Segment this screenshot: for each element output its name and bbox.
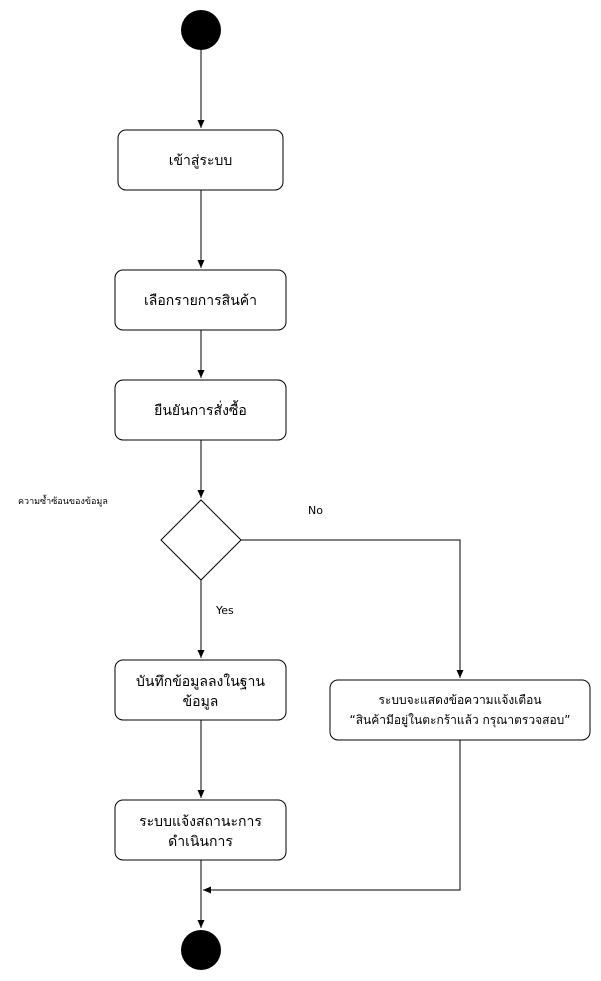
action-notify-status-line2: ดำเนินการ xyxy=(168,834,233,850)
start-node xyxy=(181,10,221,50)
decision-label: ความซ้ำซ้อนของข้อมูล xyxy=(18,494,108,507)
action-confirm-order-label: ยืนยันการสั่งซื้อ xyxy=(154,400,247,419)
action-save-data-line1: บันทึกข้อมูลลงในฐาน xyxy=(136,673,265,690)
action-select-items: เลือกรายการสินค้า xyxy=(114,269,287,331)
action-login: เข้าสู่ระบบ xyxy=(117,129,284,191)
decision-diamond xyxy=(160,499,242,581)
action-login-label: เข้าสู่ระบบ xyxy=(169,153,233,169)
action-save-data: บันทึกข้อมูลลงในฐาน ข้อมูล xyxy=(114,659,287,721)
action-notify-status-line1: ระบบแจ้งสถานะการ xyxy=(139,814,262,830)
action-notify-status: ระบบแจ้งสถานะการ ดำเนินการ xyxy=(114,799,287,861)
end-node xyxy=(181,930,221,970)
action-show-message: ระบบจะแสดงข้อความแจ้งเตือน “สินค้ามีอยู่… xyxy=(329,679,591,741)
action-select-items-label: เลือกรายการสินค้า xyxy=(144,293,257,309)
guard-yes-label: Yes xyxy=(215,604,234,617)
connector-decision-no xyxy=(241,539,464,678)
connector-message-to-merge xyxy=(203,740,461,894)
action-confirm-order: ยืนยันการสั่งซื้อ xyxy=(114,379,287,441)
action-show-message-line1: ระบบจะแสดงข้อความแจ้งเตือน xyxy=(378,693,541,707)
guard-no-label: No xyxy=(308,504,323,517)
action-show-message-line2: “สินค้ามีอยู่ในตะกร้าแล้ว กรุณาตรวจสอบ” xyxy=(349,713,570,728)
action-save-data-line2: ข้อมูล xyxy=(183,694,219,710)
